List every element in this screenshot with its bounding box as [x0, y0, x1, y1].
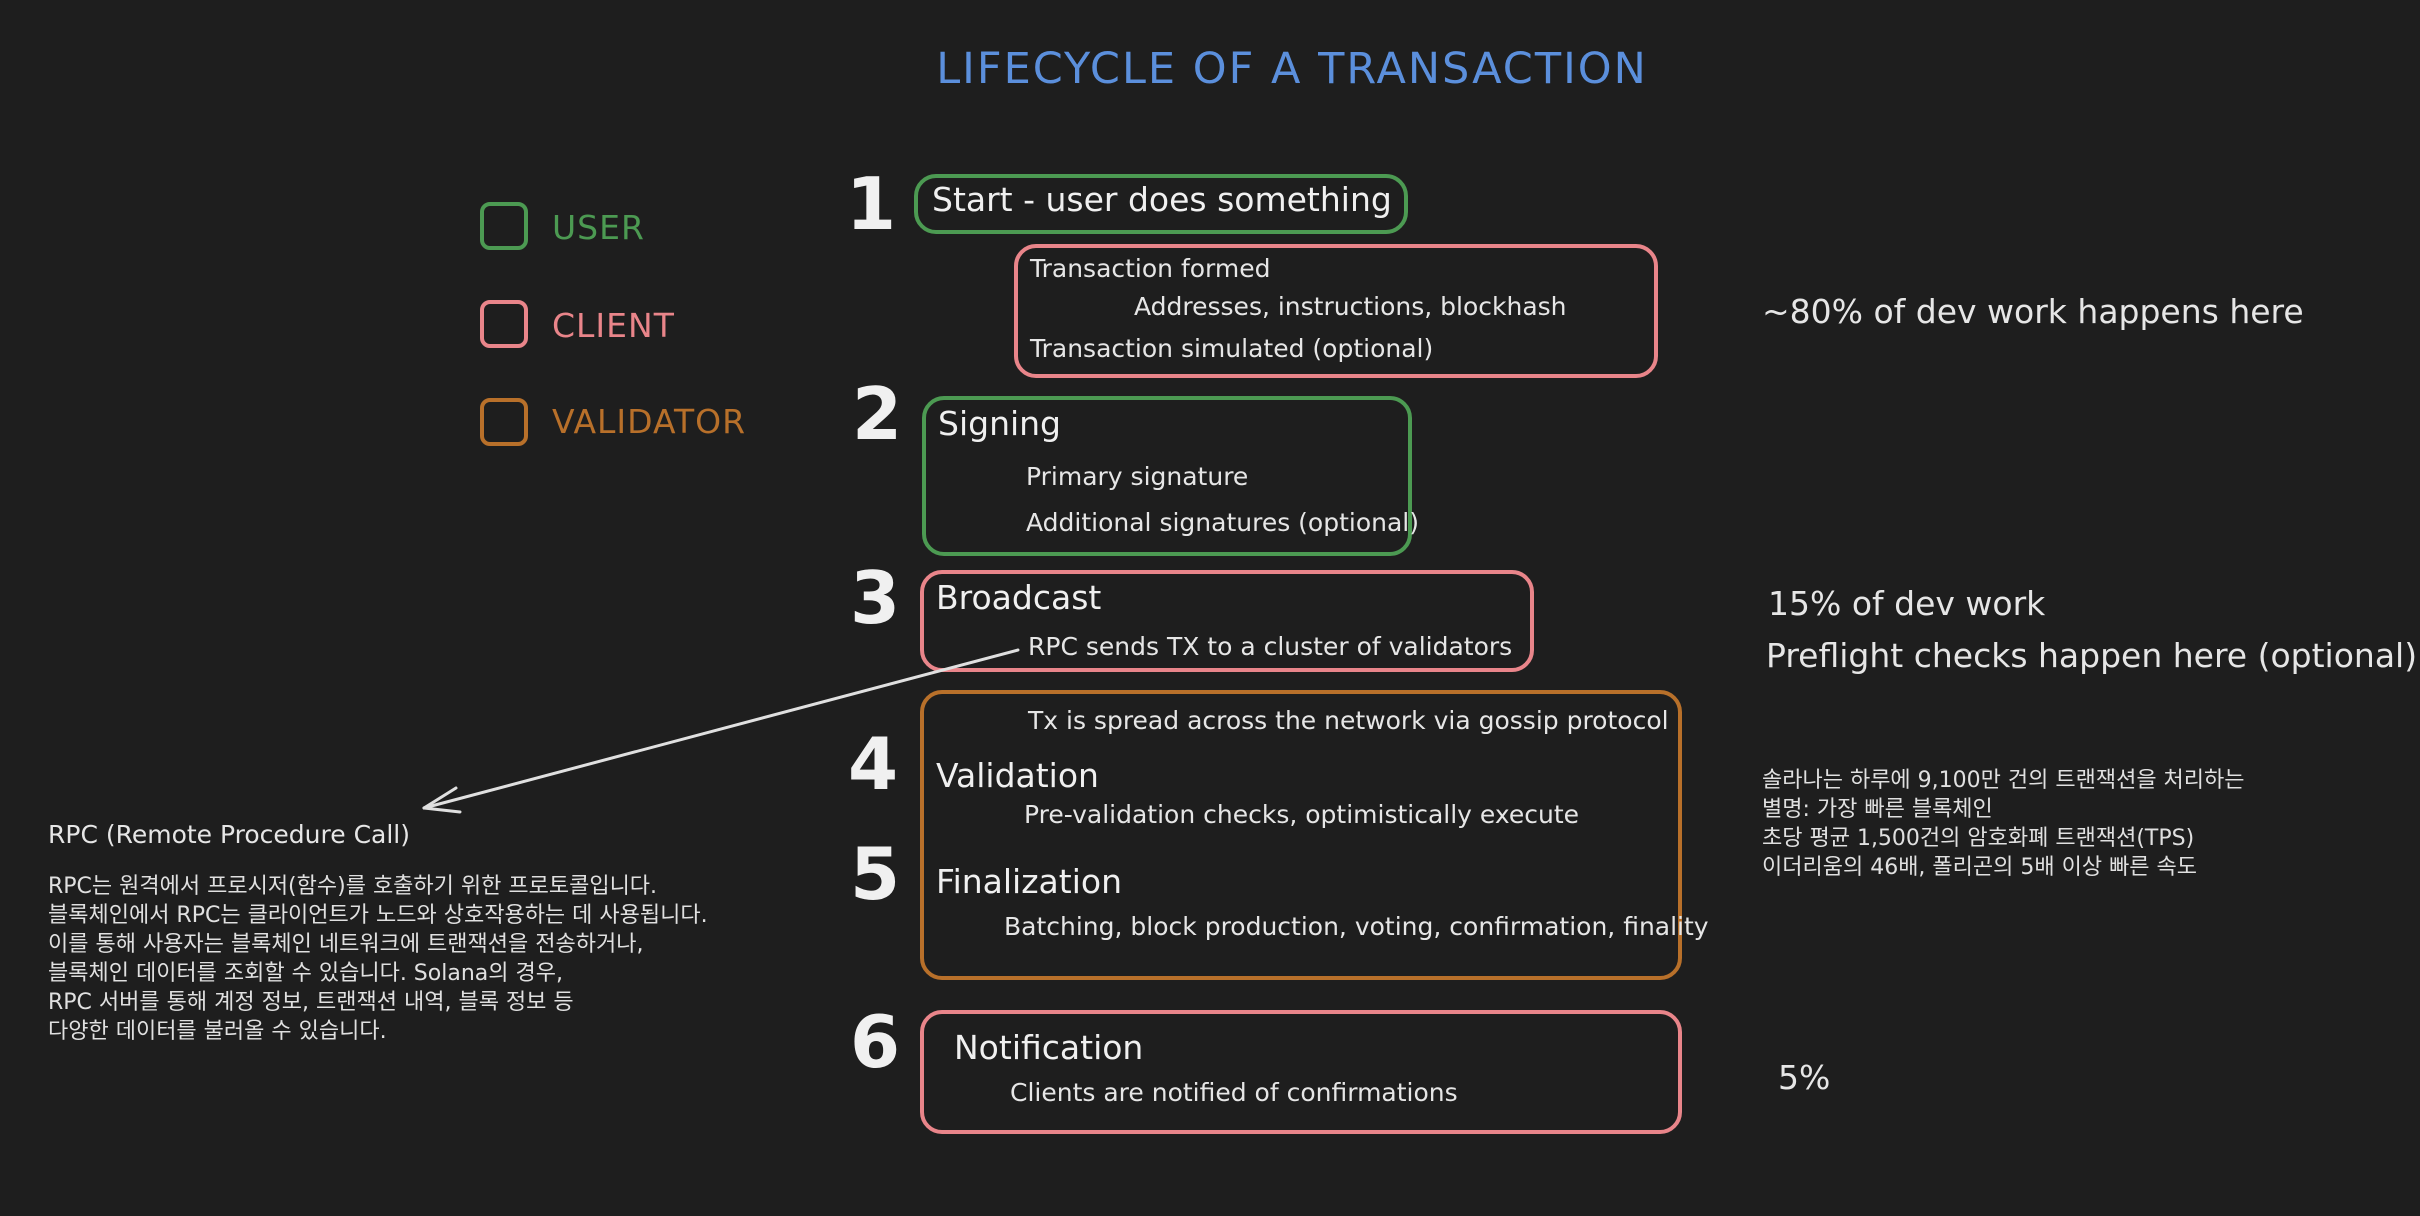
legend-swatch-validator — [480, 398, 528, 446]
legend-label-client: CLIENT — [552, 306, 675, 345]
rpc-description-line: 다양한 데이터를 불러올 수 있습니다. — [48, 1019, 387, 1044]
rpc-title: RPC (Remote Procedure Call) — [48, 820, 410, 849]
dev-work-15-note: 15% of dev work — [1768, 584, 2046, 623]
step-2-box — [922, 396, 1412, 556]
dev-work-80-note: ~80% of dev work happens here — [1762, 292, 2304, 331]
step-3-label: Broadcast — [936, 578, 1102, 617]
step-2-label: Signing — [938, 404, 1062, 443]
pre-validation-text: Pre-validation checks, optimistically ex… — [1024, 800, 1580, 829]
additional-signatures-text: Additional signatures (optional) — [1026, 508, 1420, 537]
validator-box — [920, 690, 1682, 980]
clients-notified-text: Clients are notified of confirmations — [1010, 1078, 1458, 1107]
step-6-box — [920, 1010, 1682, 1134]
primary-signature-text: Primary signature — [1026, 462, 1249, 491]
finalization-details-text: Batching, block production, voting, conf… — [1004, 912, 1709, 941]
legend-swatch-client — [480, 300, 528, 348]
rpc-arrow-path — [422, 648, 1020, 814]
legend-label-user: USER — [552, 208, 645, 247]
step-number-6: 6 — [850, 1000, 901, 1084]
rpc-description-line: RPC는 원격에서 프로시저(함수)를 호출하기 위한 프로토콜입니다. — [48, 874, 658, 899]
transaction-formed-text: Transaction formed — [1030, 254, 1271, 283]
rpc-description-line: 블록체인 데이터를 조회할 수 있습니다. Solana의 경우, — [48, 961, 563, 986]
rpc-description-line: 이를 통해 사용자는 블록체인 네트워크에 트랜잭션을 전송하거나, — [48, 932, 644, 957]
rpc-sends-text: RPC sends TX to a cluster of validators — [1028, 632, 1513, 661]
step-number-2: 2 — [852, 372, 903, 456]
solana-note-line: 솔라나는 하루에 9,100만 건의 트랜잭션을 처리하는 — [1762, 768, 2245, 793]
step-number-5: 5 — [850, 832, 901, 916]
step-number-1: 1 — [846, 162, 897, 246]
step-4-label: Validation — [936, 756, 1099, 795]
solana-note-line: 초당 평균 1,500건의 암호화폐 트랜잭션(TPS) — [1762, 826, 2195, 851]
rpc-description-line: RPC 서버를 통해 계정 정보, 트랜잭션 내역, 블록 정보 등 — [48, 990, 574, 1015]
step-1-box — [914, 174, 1408, 234]
step-5-label: Finalization — [936, 862, 1122, 901]
diagram-title: LIFECYCLE OF A TRANSACTION — [936, 44, 1648, 94]
rpc-description-line: 블록체인에서 RPC는 클라이언트가 노드와 상호작용하는 데 사용됩니다. — [48, 903, 708, 928]
solana-note-line: 별명: 가장 빠른 블록체인 — [1762, 797, 1993, 822]
transaction-contents-text: Addresses, instructions, blockhash — [1134, 292, 1567, 321]
step-6-label: Notification — [954, 1028, 1144, 1067]
step-number-3: 3 — [850, 556, 901, 640]
transaction-formed-box — [1014, 244, 1658, 378]
legend-swatch-user — [480, 202, 528, 250]
step-number-4: 4 — [848, 722, 899, 806]
preflight-note: Preflight checks happen here (optional) — [1766, 636, 2418, 675]
solana-note-line: 이더리움의 46배, 폴리곤의 5배 이상 빠른 속도 — [1762, 855, 2198, 880]
step-3-box — [920, 570, 1534, 672]
dev-work-5-note: 5% — [1778, 1058, 1831, 1097]
transaction-simulated-text: Transaction simulated (optional) — [1030, 334, 1434, 363]
gossip-text: Tx is spread across the network via goss… — [1028, 706, 1669, 735]
legend-label-validator: VALIDATOR — [552, 402, 747, 441]
step-1-label: Start - user does something — [932, 180, 1392, 219]
